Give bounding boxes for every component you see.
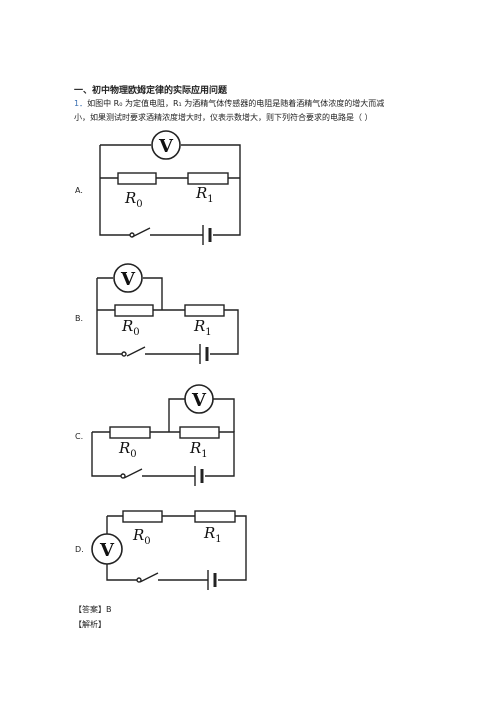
voltmeter-label-a: V — [158, 136, 174, 157]
question-text-line-1: 1．如图中 R₀ 为定值电阻，R₁ 为酒精气体传感器的电阻是随着酒精气体浓度的增… — [74, 98, 384, 109]
resistor-r0-c — [109, 426, 151, 439]
option-a-label: A. — [75, 186, 83, 195]
circuit-c: V R0 R1 — [91, 384, 235, 486]
r1-label-c: R1 — [189, 439, 208, 460]
resistor-r1-a — [187, 172, 229, 185]
voltmeter-label-d: V — [99, 540, 115, 561]
r1-label-d: R1 — [203, 524, 222, 545]
switch-c — [120, 473, 126, 479]
voltmeter-label-c: V — [191, 390, 207, 411]
voltmeter-b — [113, 263, 143, 293]
question-body-1: 如图中 R₀ 为定值电阻，R₁ 为酒精气体传感器的电阻是随着酒精气体浓度的增大而… — [87, 99, 385, 108]
resistor-r0-d — [122, 510, 163, 523]
voltmeter-d — [91, 533, 123, 565]
r0-label-a: R0 — [124, 189, 143, 210]
resistor-r0-b — [114, 304, 154, 317]
resistor-r0-a — [117, 172, 157, 185]
voltmeter-label-b: V — [120, 269, 136, 290]
option-d-label: D. — [75, 545, 84, 554]
circuit-d: V R0 R1 — [91, 510, 247, 590]
resistor-r1-b — [184, 304, 225, 317]
switch-b — [121, 351, 127, 357]
r1-label-b: R1 — [193, 317, 212, 338]
circuit-a: V R0 R1 — [99, 130, 241, 245]
r1-label-a: R1 — [195, 184, 214, 205]
voltmeter-a — [151, 130, 181, 160]
switch-d — [136, 577, 142, 583]
question-number: 1． — [74, 99, 88, 108]
circuit-b: V R0 R1 — [96, 263, 239, 364]
r0-label-b: R0 — [121, 317, 140, 338]
section-heading: 一、初中物理欧姆定律的实际应用问题 — [74, 86, 228, 96]
option-c-label: C. — [75, 432, 84, 441]
resistor-r1-d — [194, 510, 236, 523]
r0-label-c: R0 — [118, 439, 137, 460]
option-b-label: B. — [75, 314, 84, 323]
r0-label-d: R0 — [132, 526, 151, 547]
switch-a — [129, 232, 135, 238]
question-text-line-2: 小，如果测试时要求酒精浓度增大时，仪表示数增大，则下列符合要求的电路是（ ） — [74, 113, 373, 122]
answer-line: 【答案】B — [74, 605, 112, 614]
voltmeter-c — [184, 384, 214, 414]
analysis-line: 【解析】 — [74, 620, 106, 629]
resistor-r1-c — [179, 426, 220, 439]
